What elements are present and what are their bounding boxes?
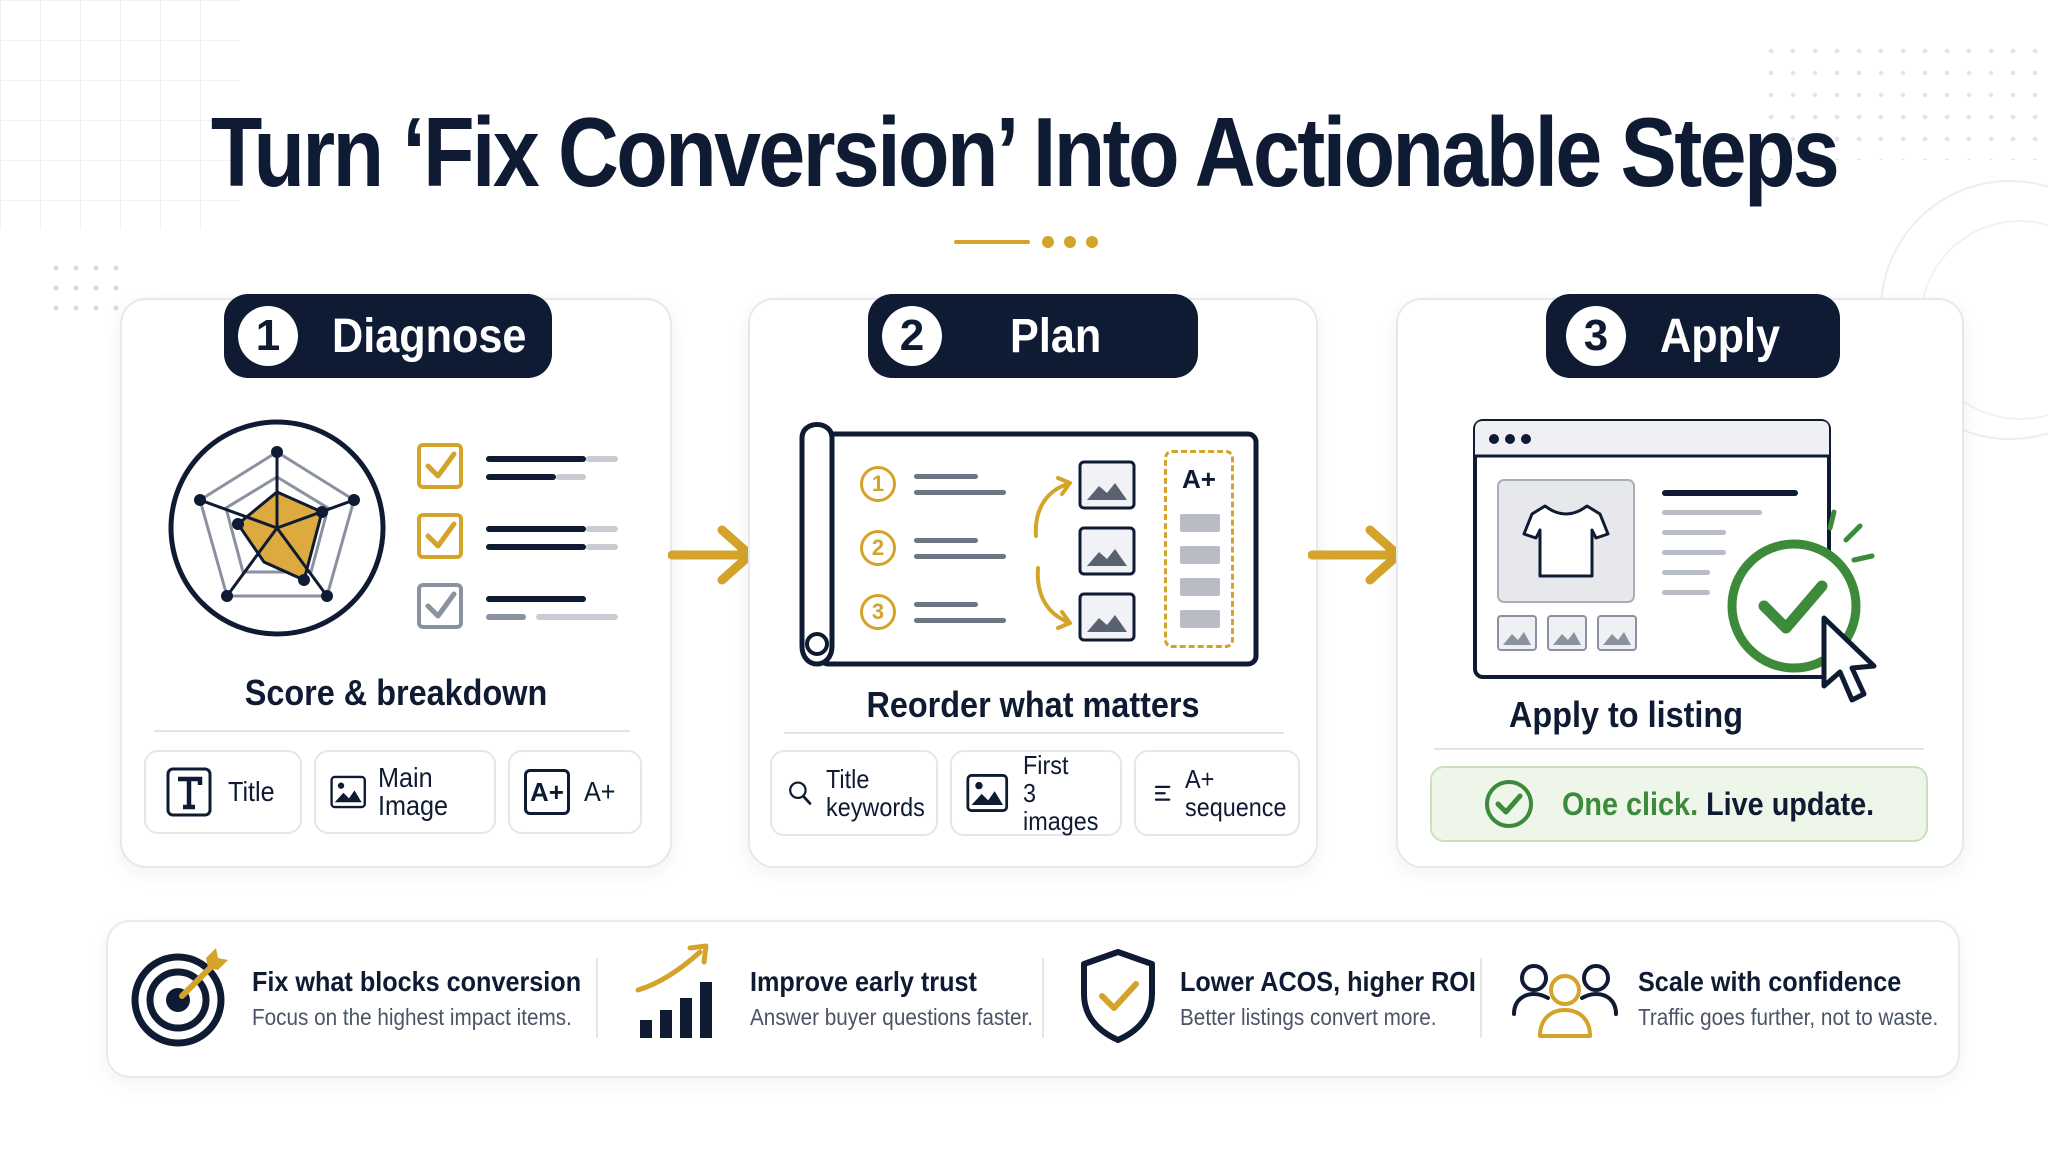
step-number: 2: [882, 306, 942, 366]
target-icon: [131, 948, 228, 1047]
checklist-icon: [417, 443, 618, 629]
benefit-title: Fix what blocks conversion: [252, 966, 582, 997]
step-label: Plan: [1010, 309, 1102, 363]
step-label: Apply: [1660, 309, 1781, 363]
benefit-separator: [596, 958, 598, 1038]
background-dots: [1760, 40, 2040, 160]
plan-number-badge: 1: [860, 466, 896, 502]
benefit-desc: Traffic goes further, not to waste.: [1638, 1004, 1939, 1030]
card-divider: [1434, 748, 1924, 750]
title-underline: [954, 240, 1030, 244]
benefit-desc: Focus on the highest impact items.: [252, 1004, 572, 1030]
image-icon: [966, 774, 1009, 812]
one-click-live-update-bar[interactable]: One click. Live update.: [1430, 766, 1928, 842]
step-pill-apply: 3 Apply: [1546, 294, 1840, 378]
image-icon: [330, 775, 366, 809]
chip-label-line2: sequence: [1185, 792, 1287, 822]
a-plus-badge: A+: [1182, 464, 1216, 494]
a-plus-block: [1180, 546, 1220, 564]
step-caption: Score & breakdown: [244, 672, 548, 713]
benefit-title: Improve early trust: [750, 966, 977, 997]
chip-first-images[interactable]: First 3 images: [950, 750, 1122, 836]
plan-number-badge: 3: [860, 594, 896, 630]
a-plus-module-outline: [1164, 450, 1234, 648]
users-icon: [1512, 964, 1618, 1038]
benefit-desc: Answer buyer questions faster.: [750, 1004, 1034, 1030]
chip-label-line2: 3 images: [1022, 778, 1098, 836]
title-dot: [1064, 236, 1076, 248]
title-t-icon: [166, 767, 212, 817]
background-dots: [46, 258, 126, 318]
step-number: 1: [238, 306, 298, 366]
chip-label-line1: A+: [1185, 764, 1215, 794]
benefit-separator: [1480, 958, 1482, 1038]
a-plus-block: [1180, 578, 1220, 596]
benefit-separator: [1042, 958, 1044, 1038]
chip-label: Main Image: [378, 762, 449, 821]
search-icon: [789, 781, 812, 805]
chip-label: Title: [228, 776, 275, 807]
apply-bar-text: One click. Live update.: [1562, 786, 1874, 823]
plan-image-stack: [1078, 460, 1136, 642]
listing-browser-window: [1473, 419, 1877, 703]
plan-number-badge: 2: [860, 530, 896, 566]
step-number: 3: [1566, 306, 1626, 366]
benefit-desc: Better listings convert more.: [1180, 1004, 1437, 1030]
growth-chart-icon: [635, 943, 712, 1038]
step-pill-diagnose: 1 Diagnose: [224, 294, 552, 378]
card-divider: [154, 730, 630, 732]
card-divider: [784, 732, 1284, 734]
chip-title-keywords[interactable]: Title keywords: [770, 750, 938, 836]
radar-chart-icon: [168, 419, 386, 637]
check-circle-icon: [1485, 780, 1533, 828]
menu-lines-icon: [1154, 785, 1171, 801]
chip-main-image[interactable]: Main Image: [314, 750, 496, 834]
benefit-title: Scale with confidence: [1638, 966, 1902, 997]
chip-label-line1: First: [1022, 750, 1069, 780]
chip-label: A+: [584, 776, 616, 807]
a-plus-block: [1180, 610, 1220, 628]
chip-label-line1: Title: [826, 764, 870, 794]
step-caption: Apply to listing: [1509, 694, 1743, 735]
page-title: Turn ‘Fix Conversion’ Into Actionable St…: [210, 97, 1840, 207]
shield-check-icon: [1081, 949, 1155, 1043]
apply-bar-accent: One click.: [1562, 785, 1699, 822]
benefit-title: Lower ACOS, higher ROI: [1180, 966, 1476, 997]
background-grid: [0, 0, 240, 230]
reorder-arrows-icon: [1033, 476, 1072, 630]
plan-text-lines: [914, 474, 1006, 623]
title-dot: [1086, 236, 1098, 248]
chip-label-line2: keywords: [826, 792, 926, 822]
apply-bar-rest: Live update.: [1698, 785, 1875, 822]
benefits-strip: [106, 920, 1960, 1078]
step-label: Diagnose: [332, 309, 527, 363]
chip-title[interactable]: Title: [144, 750, 302, 834]
a-plus-icon: A+: [524, 769, 570, 815]
chip-a-plus[interactable]: A+ A+: [508, 750, 642, 834]
step-pill-plan: 2 Plan: [868, 294, 1198, 378]
step-caption: Reorder what matters: [866, 684, 1200, 725]
chip-a-plus-sequence[interactable]: A+ sequence: [1134, 750, 1300, 836]
title-dot: [1042, 236, 1054, 248]
a-plus-block: [1180, 514, 1220, 532]
